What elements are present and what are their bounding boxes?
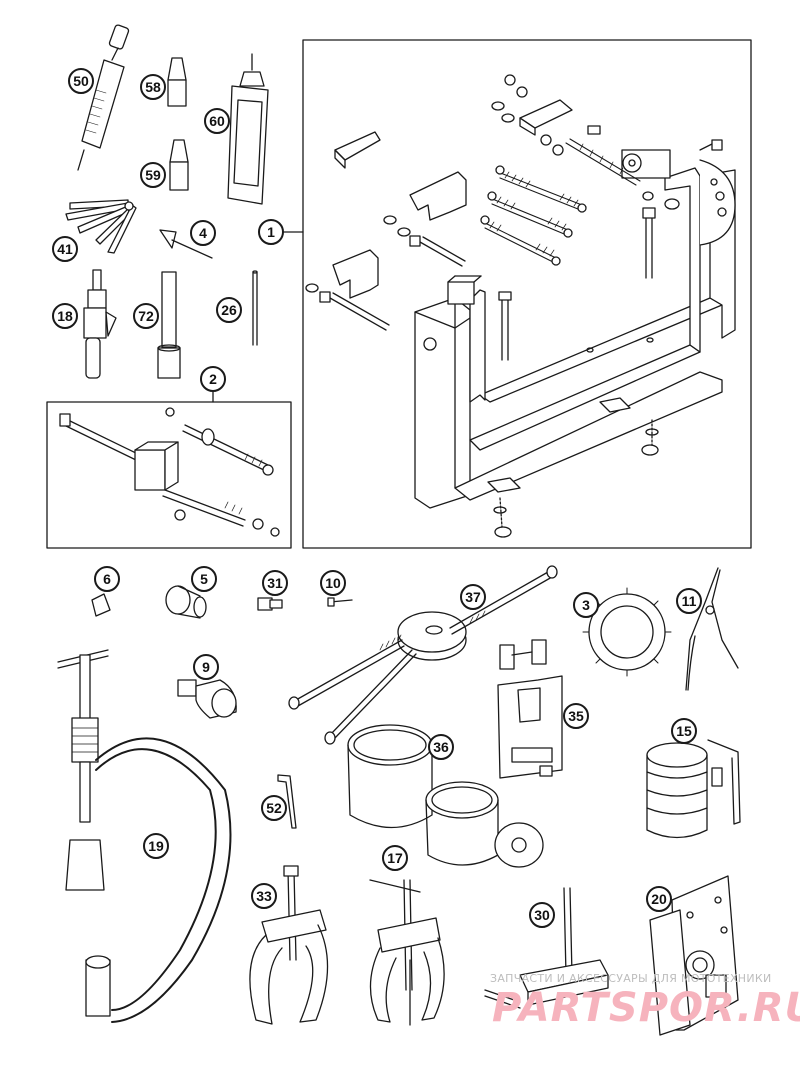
engine-stand-assembly (305, 74, 736, 538)
callout-11: 11 (676, 588, 702, 614)
callout-41: 41 (52, 236, 78, 262)
callout-4: 4 (190, 220, 216, 246)
callout-36: 36 (428, 734, 454, 760)
sleeves-36 (347, 724, 544, 868)
callout-35: 35 (563, 703, 589, 729)
callout-15: 15 (671, 718, 697, 744)
puller-33 (249, 865, 329, 1025)
tool-30 (484, 887, 609, 1009)
callout-50: 50 (68, 68, 94, 94)
callout-31: 31 (262, 570, 288, 596)
part-31 (257, 597, 283, 611)
vial-59 (169, 139, 189, 191)
callout-33: 33 (251, 883, 277, 909)
tool-20-plate (649, 875, 739, 1036)
callout-10: 10 (320, 570, 346, 596)
callout-58: 58 (140, 74, 166, 100)
tool-15 (646, 739, 741, 839)
vial-58 (167, 57, 187, 107)
callout-9: 9 (193, 654, 219, 680)
callout-17: 17 (382, 845, 408, 871)
engine-stand-frame-box (282, 39, 752, 549)
feeler-gauge-41 (65, 199, 137, 254)
tool-2-puller-set (59, 407, 280, 537)
callout-26: 26 (216, 297, 242, 323)
pin-26 (252, 270, 258, 346)
hex-key-52 (277, 774, 297, 829)
callout-18: 18 (52, 303, 78, 329)
callout-37: 37 (460, 584, 486, 610)
part-6 (91, 593, 111, 617)
tool-9 (177, 679, 237, 719)
callout-19: 19 (143, 833, 169, 859)
callout-2: 2 (200, 366, 226, 392)
callout-5: 5 (191, 566, 217, 592)
tool-37 (288, 565, 558, 745)
callout-60: 60 (204, 108, 230, 134)
part-10 (327, 597, 353, 607)
puller-18 (83, 269, 117, 379)
watermark-text: ЗАПЧАСТИ И АКСЕССУАРЫ ДЛЯ МОТОТЕХНИКИ (490, 972, 772, 985)
watermark-logo: PARTSPOR.RU (492, 985, 800, 1031)
callout-6: 6 (94, 566, 120, 592)
tool-35 (497, 639, 563, 779)
gear-3 (582, 587, 672, 677)
puller-17 (369, 879, 445, 1026)
pliers-11 (685, 567, 739, 691)
callout-52: 52 (261, 795, 287, 821)
callout-72: 72 (133, 303, 159, 329)
syringe-50 (77, 24, 130, 171)
clamp-19 (57, 649, 232, 1023)
part-5 (165, 585, 207, 619)
sealant-tube-60 (227, 53, 269, 205)
socket-72 (157, 271, 181, 379)
callout-3: 3 (573, 592, 599, 618)
callout-20: 20 (646, 886, 672, 912)
callout-1: 1 (258, 219, 284, 245)
callout-59: 59 (140, 162, 166, 188)
tool-4-gauge (159, 229, 213, 259)
callout-30: 30 (529, 902, 555, 928)
